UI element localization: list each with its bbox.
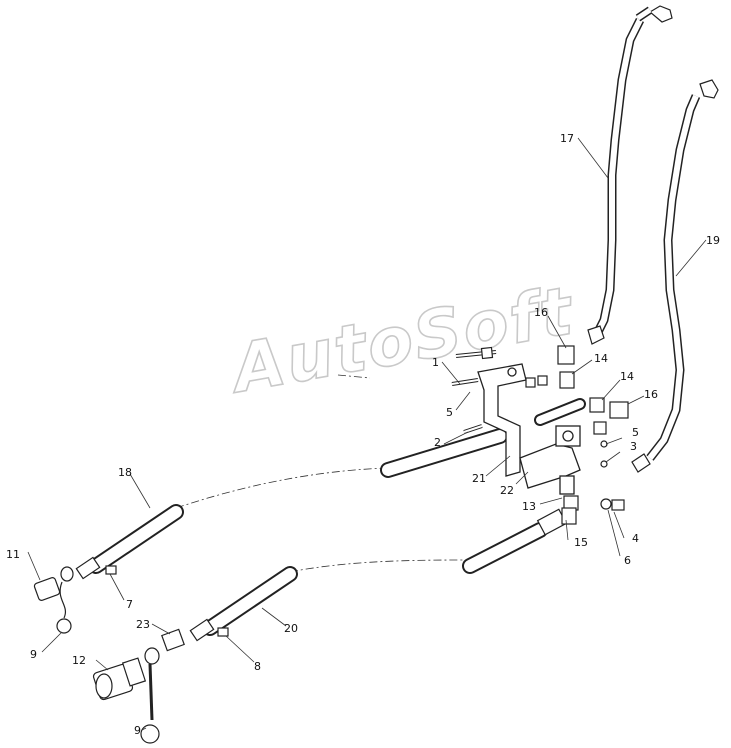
fittings: [557, 345, 629, 525]
callout-1: 1: [432, 356, 439, 369]
bracket-21: [477, 363, 527, 477]
callout-5a: 5: [446, 406, 453, 419]
callout-15: 15: [574, 536, 588, 549]
hose-18: [75, 504, 184, 580]
leader-lines: [27, 137, 707, 731]
callout-11: 11: [6, 548, 20, 561]
valve-22: [519, 425, 581, 495]
fitting-14-upper: [559, 371, 575, 389]
callout-8: 8: [254, 660, 261, 673]
callout-12: 12: [72, 654, 86, 667]
coupler-12-assembly: [92, 627, 229, 744]
hose-20: [189, 566, 298, 642]
callout-20: 20: [284, 622, 298, 635]
callouts: 1 2 3 4 5 5 6 7 8 9 9 11 12 13 14 14 15 …: [6, 132, 720, 737]
callout-9b: 9: [134, 724, 141, 737]
fitting-16-lower: [609, 401, 629, 419]
centerline-bracket: [337, 374, 371, 379]
hose-19: [631, 79, 719, 473]
callout-19: 19: [706, 234, 720, 247]
hose-upper-mid: [380, 398, 586, 478]
callout-18: 18: [118, 466, 132, 479]
fitting-14-lower: [589, 397, 605, 413]
bolts: [451, 346, 548, 434]
callout-16a: 16: [534, 306, 548, 319]
fitting-16-upper: [557, 345, 575, 365]
callout-2: 2: [434, 436, 441, 449]
watermark: AutoSoft: [222, 272, 580, 409]
callout-6: 6: [624, 554, 631, 567]
callout-17: 17: [560, 132, 574, 145]
centerline-20: [289, 559, 471, 573]
callout-7: 7: [126, 598, 133, 611]
callout-3: 3: [630, 440, 637, 453]
centerlines: [175, 374, 471, 573]
callout-21: 21: [472, 472, 486, 485]
callout-5b: 5: [632, 426, 639, 439]
callout-23: 23: [136, 618, 150, 631]
callout-16b: 16: [644, 388, 658, 401]
fitting-15: [561, 507, 577, 525]
callout-14b: 14: [620, 370, 634, 383]
washers-nuts: [600, 440, 625, 511]
callout-4: 4: [632, 532, 639, 545]
hose-17: [587, 5, 673, 345]
callout-9a: 9: [30, 648, 37, 661]
centerline-18: [175, 467, 389, 509]
hose-lower-right: [462, 508, 568, 574]
callout-22: 22: [500, 484, 514, 497]
callout-13: 13: [522, 500, 536, 513]
coupler-11-assembly: [33, 565, 117, 634]
callout-14a: 14: [594, 352, 608, 365]
